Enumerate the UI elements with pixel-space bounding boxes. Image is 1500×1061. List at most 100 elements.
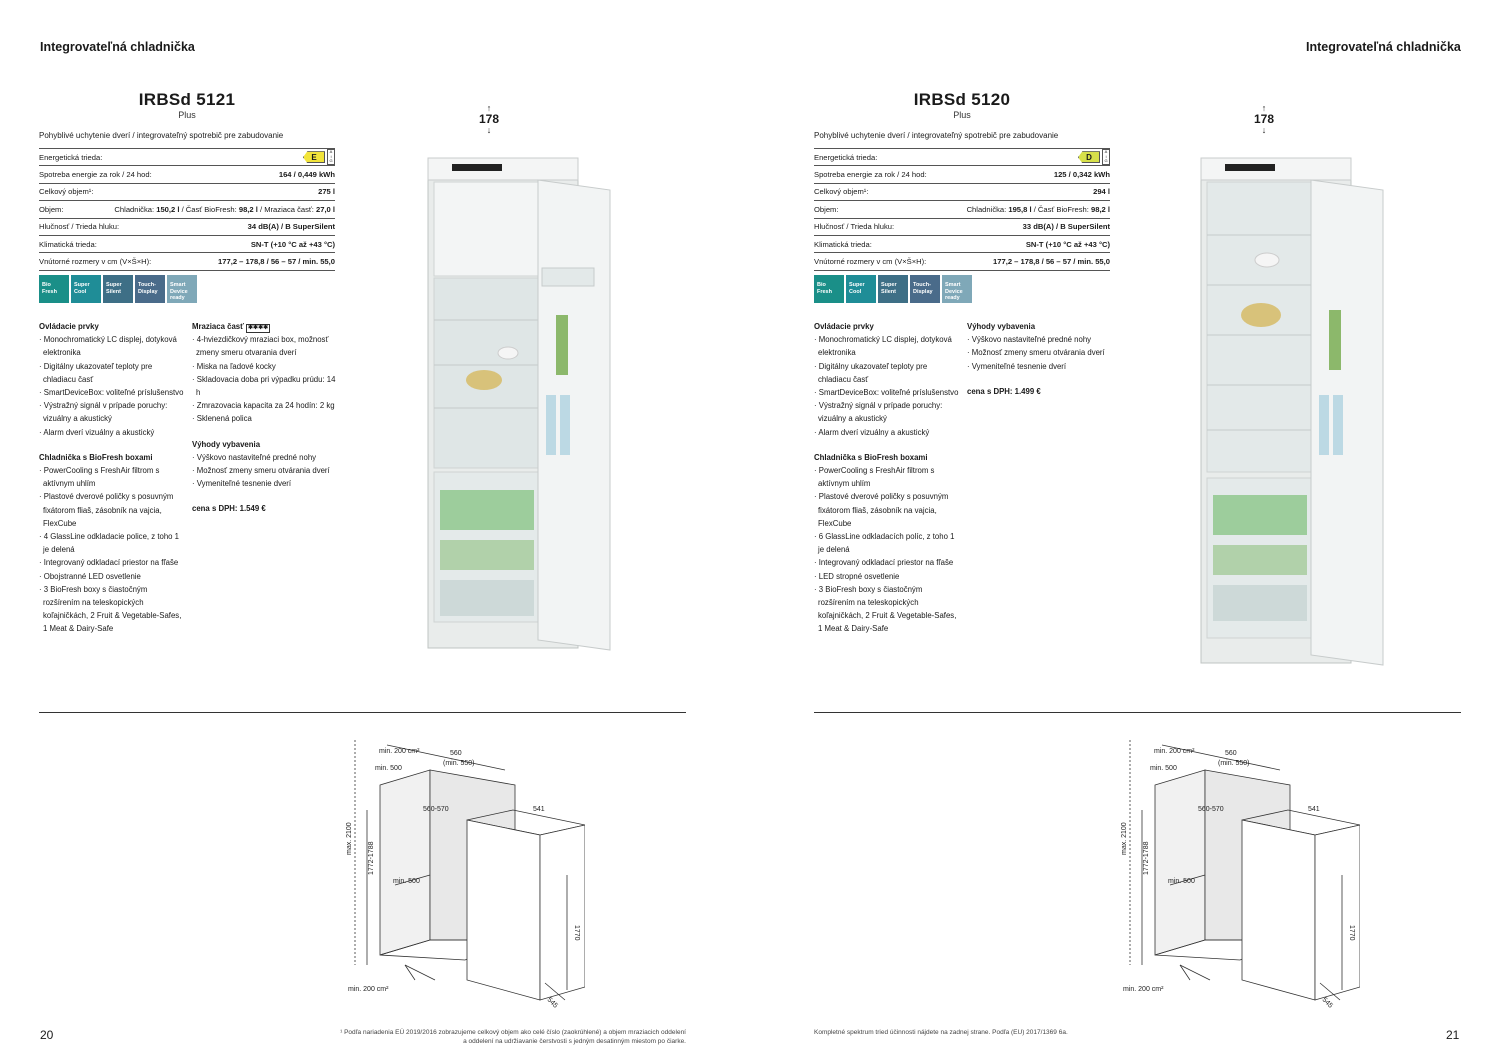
spec-row: Hlučnosť / Trieda hluku:34 dB(A) / B Sup… (39, 217, 335, 235)
energy-scale-icon: A↕G (1102, 149, 1110, 166)
dim-560-570: 560-570 (423, 806, 449, 813)
spec-value: 177,2 – 178,8 / 56 – 57 / min. 55,0 (218, 257, 335, 267)
list-item: · SmartDeviceBox: voliteľné príslušenstv… (814, 388, 959, 398)
spec-value-part: 98,2 l (238, 204, 258, 214)
spec-row: Vnútorné rozmery v cm (V×Š×H):177,2 – 17… (814, 252, 1110, 271)
divider-right (814, 712, 1461, 713)
list-item: · PowerCooling s FreshAir filtrom s aktí… (814, 466, 935, 489)
dim-1772-1788: 1772-1788 (368, 841, 375, 875)
spec-row: Celkový objem¹:275 l (39, 182, 335, 200)
spec-value: 294 l (1093, 187, 1110, 197)
spec-value-part: / Mraziaca časť: (257, 204, 316, 214)
spec-label: Energetická trieda: (814, 152, 878, 162)
list-item: · Integrovaný odkladací priestor na fľaš… (39, 558, 179, 568)
list-item: · Miska na ľadové kocky (192, 361, 276, 371)
spec-value-part: 98,2 l (1091, 204, 1110, 214)
spec-label: Klimatická trieda: (814, 239, 872, 249)
spec-row: Celkový objem¹: 294 l (814, 182, 1110, 200)
list-item: · Monochromatický LC displej, dotyková e… (39, 335, 177, 358)
list-item: · 3 BioFresh boxy s čiastočným rozšírení… (39, 584, 182, 634)
dim-560: 560 (450, 750, 462, 757)
dim-min200-top: min. 200 cm² (1154, 748, 1195, 755)
feature-tile-supersilent: Super Silent (103, 275, 133, 303)
dim-max2100: max. 2100 (1121, 822, 1128, 855)
dim-541: 541 (533, 806, 545, 813)
spec-label: Objem: (814, 204, 839, 214)
list-item: · Sklenená polica (192, 414, 252, 424)
feature-tile-supercool: Super Cool (846, 275, 876, 303)
section-title-left: Integrovateľná chladnička (40, 40, 195, 54)
list-item: · Plastové dverové poličky s posuvným fi… (39, 492, 174, 528)
dim-min200-bottom: min. 200 cm² (1123, 986, 1164, 993)
list-heading: Chladnička s BioFresh boxami (39, 452, 153, 462)
list-item: · Plastové dverové poličky s posuvným fi… (814, 492, 949, 528)
dim-545: 545 (546, 996, 559, 1009)
dim-541: 541 (1308, 806, 1320, 813)
feature-tile-biofresh: Bio Fresh (39, 275, 69, 303)
fridge-photo-left (427, 157, 611, 651)
page-number-left: 20 (40, 1028, 54, 1042)
model-name-left: IRBSd 5121 (138, 90, 236, 109)
spec-value: SN-T (+10 °C až +43 °C) (250, 239, 335, 249)
spec-label: Spotreba energie za rok / 24 hod: (39, 170, 152, 180)
footnote-right: Kompletné spektrum tried účinnosti nájde… (814, 1029, 1068, 1036)
spec-value-part: Chladnička: (966, 204, 1009, 214)
list-heading: Mraziaca časť ✱✱✱✱ (192, 320, 340, 333)
energy-scale-icon: A↕G (327, 149, 335, 166)
list-item: · Vymeniteľné tesnenie dverí (967, 361, 1067, 371)
list-item: · SmartDeviceBox: voliteľné príslušenstv… (39, 388, 184, 398)
list-item: · LED stropné osvetlenie (814, 571, 900, 581)
spec-value: Chladnička: 150,2 l / Časť BioFresh: 98,… (114, 205, 335, 214)
feature-tile-smart-device: Smart Device ready (942, 275, 972, 303)
spec-value: Chladnička: 195,8 l / Časť BioFresh: 98,… (967, 205, 1110, 214)
spec-row: Klimatická trieda:SN-T (+10 °C až +43 °C… (814, 234, 1110, 252)
model-variant-right: Plus (953, 110, 971, 120)
spec-value-part: Chladnička: (114, 204, 157, 214)
price: cena s DPH: 1.549 € (192, 504, 266, 514)
list-heading: Výhody vybavenia (967, 322, 1036, 331)
height-label-right: 178 (1253, 112, 1275, 126)
height-mark-left: ↑178↓ (478, 103, 500, 135)
spec-value-part: 195,8 l (1008, 204, 1032, 214)
spec-value: 33 dB(A) / B SuperSilent (1022, 222, 1110, 232)
list-item: · Alarm dverí vizuálny a akustický (39, 427, 155, 437)
list-item: · Monochromatický LC displej, dotyková e… (814, 335, 952, 358)
spec-value: 164 / 0,449 kWh (278, 170, 335, 180)
list-item: · PowerCooling s FreshAir filtrom s aktí… (39, 466, 160, 489)
dim-1770: 1770 (1348, 925, 1355, 941)
list-item: · Digitálny ukazovateľ teploty pre chlad… (814, 361, 928, 384)
dim-max2100: max. 2100 (346, 822, 353, 855)
list-item: · Výstražný signál v prípade poruchy: vi… (39, 401, 168, 424)
spec-value-part: 150,2 l (156, 204, 180, 214)
height-mark-right: ↑178↓ (1253, 103, 1275, 135)
spec-label: Hlučnosť / Trieda hluku: (39, 222, 120, 232)
spec-label: Spotreba energie za rok / 24 hod: (814, 170, 927, 180)
spec-value-part: 27,0 l (316, 204, 335, 214)
description-right: Pohyblivé uchytenie dverí / integrovateľ… (814, 131, 1059, 140)
section-title-right: Integrovateľná chladnička (1306, 40, 1461, 54)
height-label-left: 178 (478, 112, 500, 126)
price: cena s DPH: 1.499 € (967, 386, 1041, 396)
list-heading: Ovládacie prvky (39, 322, 99, 331)
list-heading-text: Mraziaca časť (192, 322, 244, 331)
dim-min200-top: min. 200 cm² (379, 748, 420, 755)
freezer-stars-icon: ✱✱✱✱ (246, 324, 271, 333)
page-number-right: 21 (1446, 1028, 1460, 1042)
dim-min550: (min. 550) (1218, 760, 1250, 767)
spec-label: Klimatická trieda: (39, 239, 97, 249)
dim-545: 545 (1321, 996, 1334, 1009)
list-item: · Vymeniteľné tesnenie dverí (192, 479, 292, 489)
list-heading: Chladnička s BioFresh boxami (814, 452, 928, 462)
list-item: · Obojstranné LED osvetlenie (39, 571, 141, 581)
divider-left (39, 712, 686, 713)
spec-label: Energetická trieda: (39, 152, 103, 162)
dim-560: 560 (1225, 750, 1237, 757)
spec-value-part: / Časť BioFresh: (1031, 204, 1091, 214)
spec-label: Celkový objem¹: (814, 187, 869, 197)
dim-560-570: 560-570 (1198, 806, 1224, 813)
list-item: · Zmrazovacia kapacita za 24 hodín: 2 kg (192, 401, 335, 411)
